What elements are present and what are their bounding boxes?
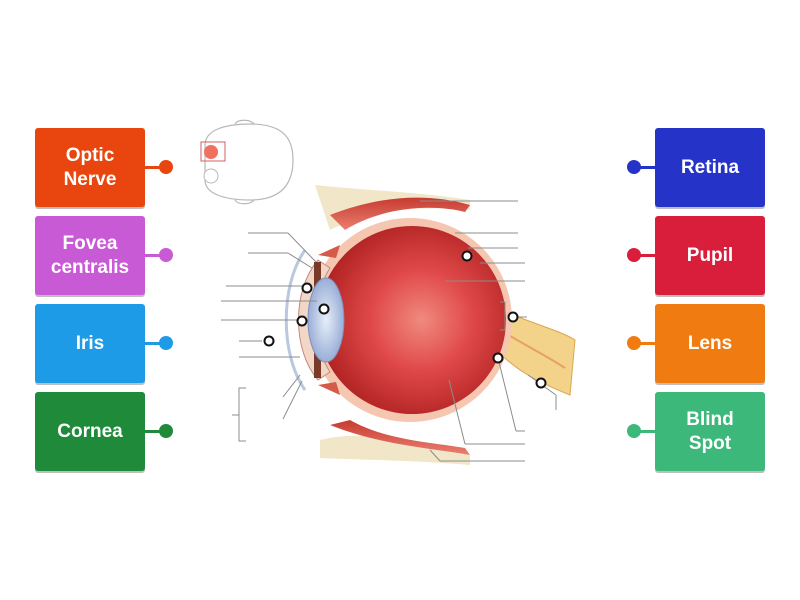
label-lens-text: Lens	[687, 332, 733, 354]
label-fovea-centralis[interactable]: Fovea centralis	[35, 216, 145, 295]
connector-retina	[635, 166, 655, 169]
connector-fovea-centralis	[145, 254, 165, 257]
hotspot-marker[interactable]	[263, 335, 275, 347]
leader-lines	[221, 200, 557, 462]
pin-lens[interactable]	[627, 336, 641, 350]
hotspot-marker[interactable]	[461, 250, 473, 262]
pin-optic-nerve[interactable]	[159, 160, 173, 174]
connector-iris	[145, 342, 165, 345]
hotspot-marker[interactable]	[296, 315, 308, 327]
label-optic-nerve-text: Optic Nerve	[63, 144, 117, 190]
head-thumbnail-icon	[200, 119, 294, 205]
pin-iris[interactable]	[159, 336, 173, 350]
label-fovea-centralis-text: Fovea centralis	[50, 232, 130, 278]
pin-blind-spot[interactable]	[627, 424, 641, 438]
label-blind-spot[interactable]: Blind Spot	[655, 392, 765, 471]
label-lens[interactable]: Lens	[655, 304, 765, 383]
label-pupil[interactable]: Pupil	[655, 216, 765, 295]
label-cornea[interactable]: Cornea	[35, 392, 145, 471]
hotspot-marker[interactable]	[507, 311, 519, 323]
label-retina-text: Retina	[680, 156, 740, 178]
hotspot-marker[interactable]	[535, 377, 547, 389]
label-optic-nerve[interactable]: Optic Nerve	[35, 128, 145, 207]
label-iris-text: Iris	[75, 332, 105, 354]
pin-pupil[interactable]	[627, 248, 641, 262]
connector-lens	[635, 342, 655, 345]
pin-cornea[interactable]	[159, 424, 173, 438]
connector-blind-spot	[635, 430, 655, 433]
hotspot-marker[interactable]	[301, 282, 313, 294]
label-retina[interactable]: Retina	[655, 128, 765, 207]
connector-optic-nerve	[145, 166, 165, 169]
label-blind-spot-text: Blind Spot	[686, 408, 734, 454]
connector-pupil	[635, 254, 655, 257]
label-pupil-text: Pupil	[686, 244, 734, 266]
label-iris[interactable]: Iris	[35, 304, 145, 383]
pin-retina[interactable]	[627, 160, 641, 174]
pin-fovea-centralis[interactable]	[159, 248, 173, 262]
hotspot-marker[interactable]	[492, 352, 504, 364]
label-cornea-text: Cornea	[57, 420, 123, 442]
connector-cornea	[145, 430, 165, 433]
hotspot-marker[interactable]	[318, 303, 330, 315]
